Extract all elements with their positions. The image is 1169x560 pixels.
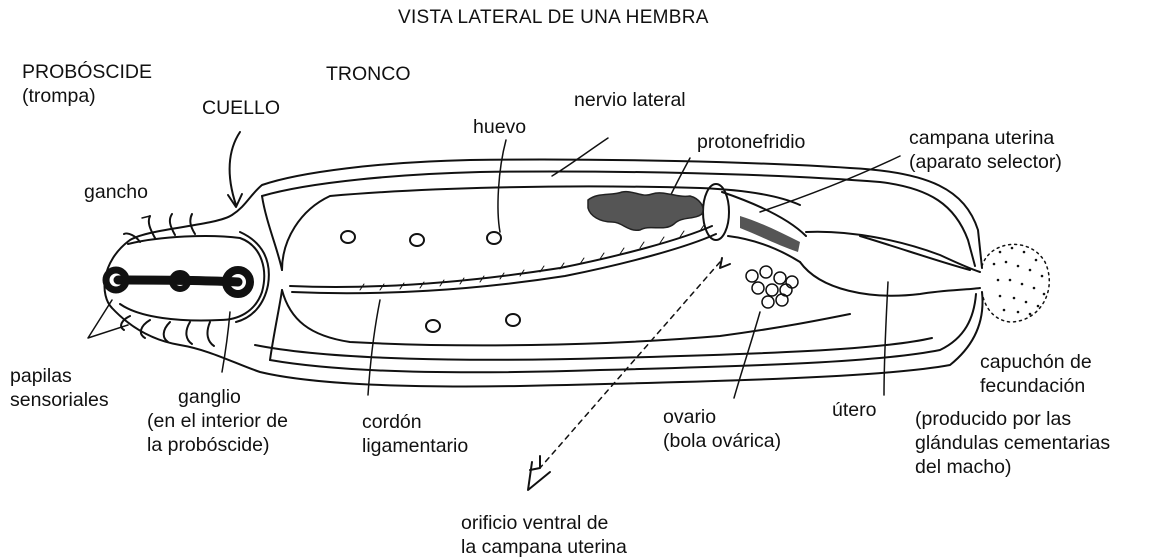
fecundation-cap (982, 244, 1049, 322)
label-campana-line: campana uterina (909, 126, 1062, 150)
inner-wall-lower (270, 294, 976, 372)
label-protonefridio: protonefridio (697, 130, 805, 154)
egg (426, 320, 440, 332)
label-proboscide-line: PROBÓSCIDE (22, 60, 152, 84)
uterus (800, 232, 980, 296)
ligament-cord-2 (292, 234, 716, 293)
label-cordon-line: cordón (362, 410, 468, 434)
label-ganglio-line: la probóscide) (147, 433, 288, 457)
label-ganglio: ganglio (en el interior de la probóscide… (147, 385, 288, 457)
label-campana-line: (aparato selector) (909, 150, 1062, 174)
label-papilas: papilas sensoriales (10, 364, 109, 412)
label-ganglio-line: ganglio (147, 385, 288, 409)
cap-dots (993, 247, 1046, 316)
egg (341, 231, 355, 243)
label-cuello: CUELLO (202, 96, 280, 120)
label-producido-line: del macho) (915, 455, 1110, 479)
label-orificio-line: la campana uterina (461, 535, 627, 559)
egg (506, 314, 520, 326)
label-gancho: gancho (84, 180, 148, 204)
label-producido-line: glándulas cementarias (915, 431, 1110, 455)
label-ovario-line: (bola ovárica) (663, 429, 781, 453)
label-proboscide: PROBÓSCIDE (trompa) (22, 60, 152, 108)
label-ganglio-line: (en el interior de (147, 409, 288, 433)
label-orificio-line: orificio ventral de (461, 511, 627, 535)
label-cordon-line: ligamentario (362, 434, 468, 458)
ovary-balls (746, 266, 798, 308)
diagram-title: VISTA LATERAL DE UNA HEMBRA (398, 6, 709, 30)
cuello-arrow (230, 132, 240, 205)
label-proboscide-line: (trompa) (22, 84, 152, 108)
neck-receptacle (236, 196, 282, 360)
label-producido-line: (producido por las (915, 407, 1110, 431)
label-campana-uterina: campana uterina (aparato selector) (909, 126, 1062, 174)
label-nervio-lateral: nervio lateral (574, 88, 686, 112)
label-capuchon: capuchón de fecundación (980, 350, 1092, 398)
label-huevo: huevo (473, 115, 526, 139)
label-orificio: orificio ventral de la campana uterina (461, 511, 627, 559)
label-ovario: ovario (bola ovárica) (663, 405, 781, 453)
ganglion-proboscis (106, 270, 250, 294)
label-utero: útero (832, 398, 876, 422)
protonephridium (588, 192, 703, 231)
egg (487, 232, 501, 244)
inner-wall-lower-2 (255, 338, 932, 360)
egg (410, 234, 424, 246)
label-papilas-line: papilas (10, 364, 109, 388)
label-producido: (producido por las glándulas cementarias… (915, 407, 1110, 479)
label-capuchon-line: fecundación (980, 374, 1092, 398)
top-arrowhead (720, 258, 730, 268)
label-tronco: TRONCO (326, 62, 411, 86)
label-capuchon-line: capuchón de (980, 350, 1092, 374)
label-papilas-line: sensoriales (10, 388, 109, 412)
label-ovario-line: ovario (663, 405, 781, 429)
label-cordon: cordón ligamentario (362, 410, 468, 458)
